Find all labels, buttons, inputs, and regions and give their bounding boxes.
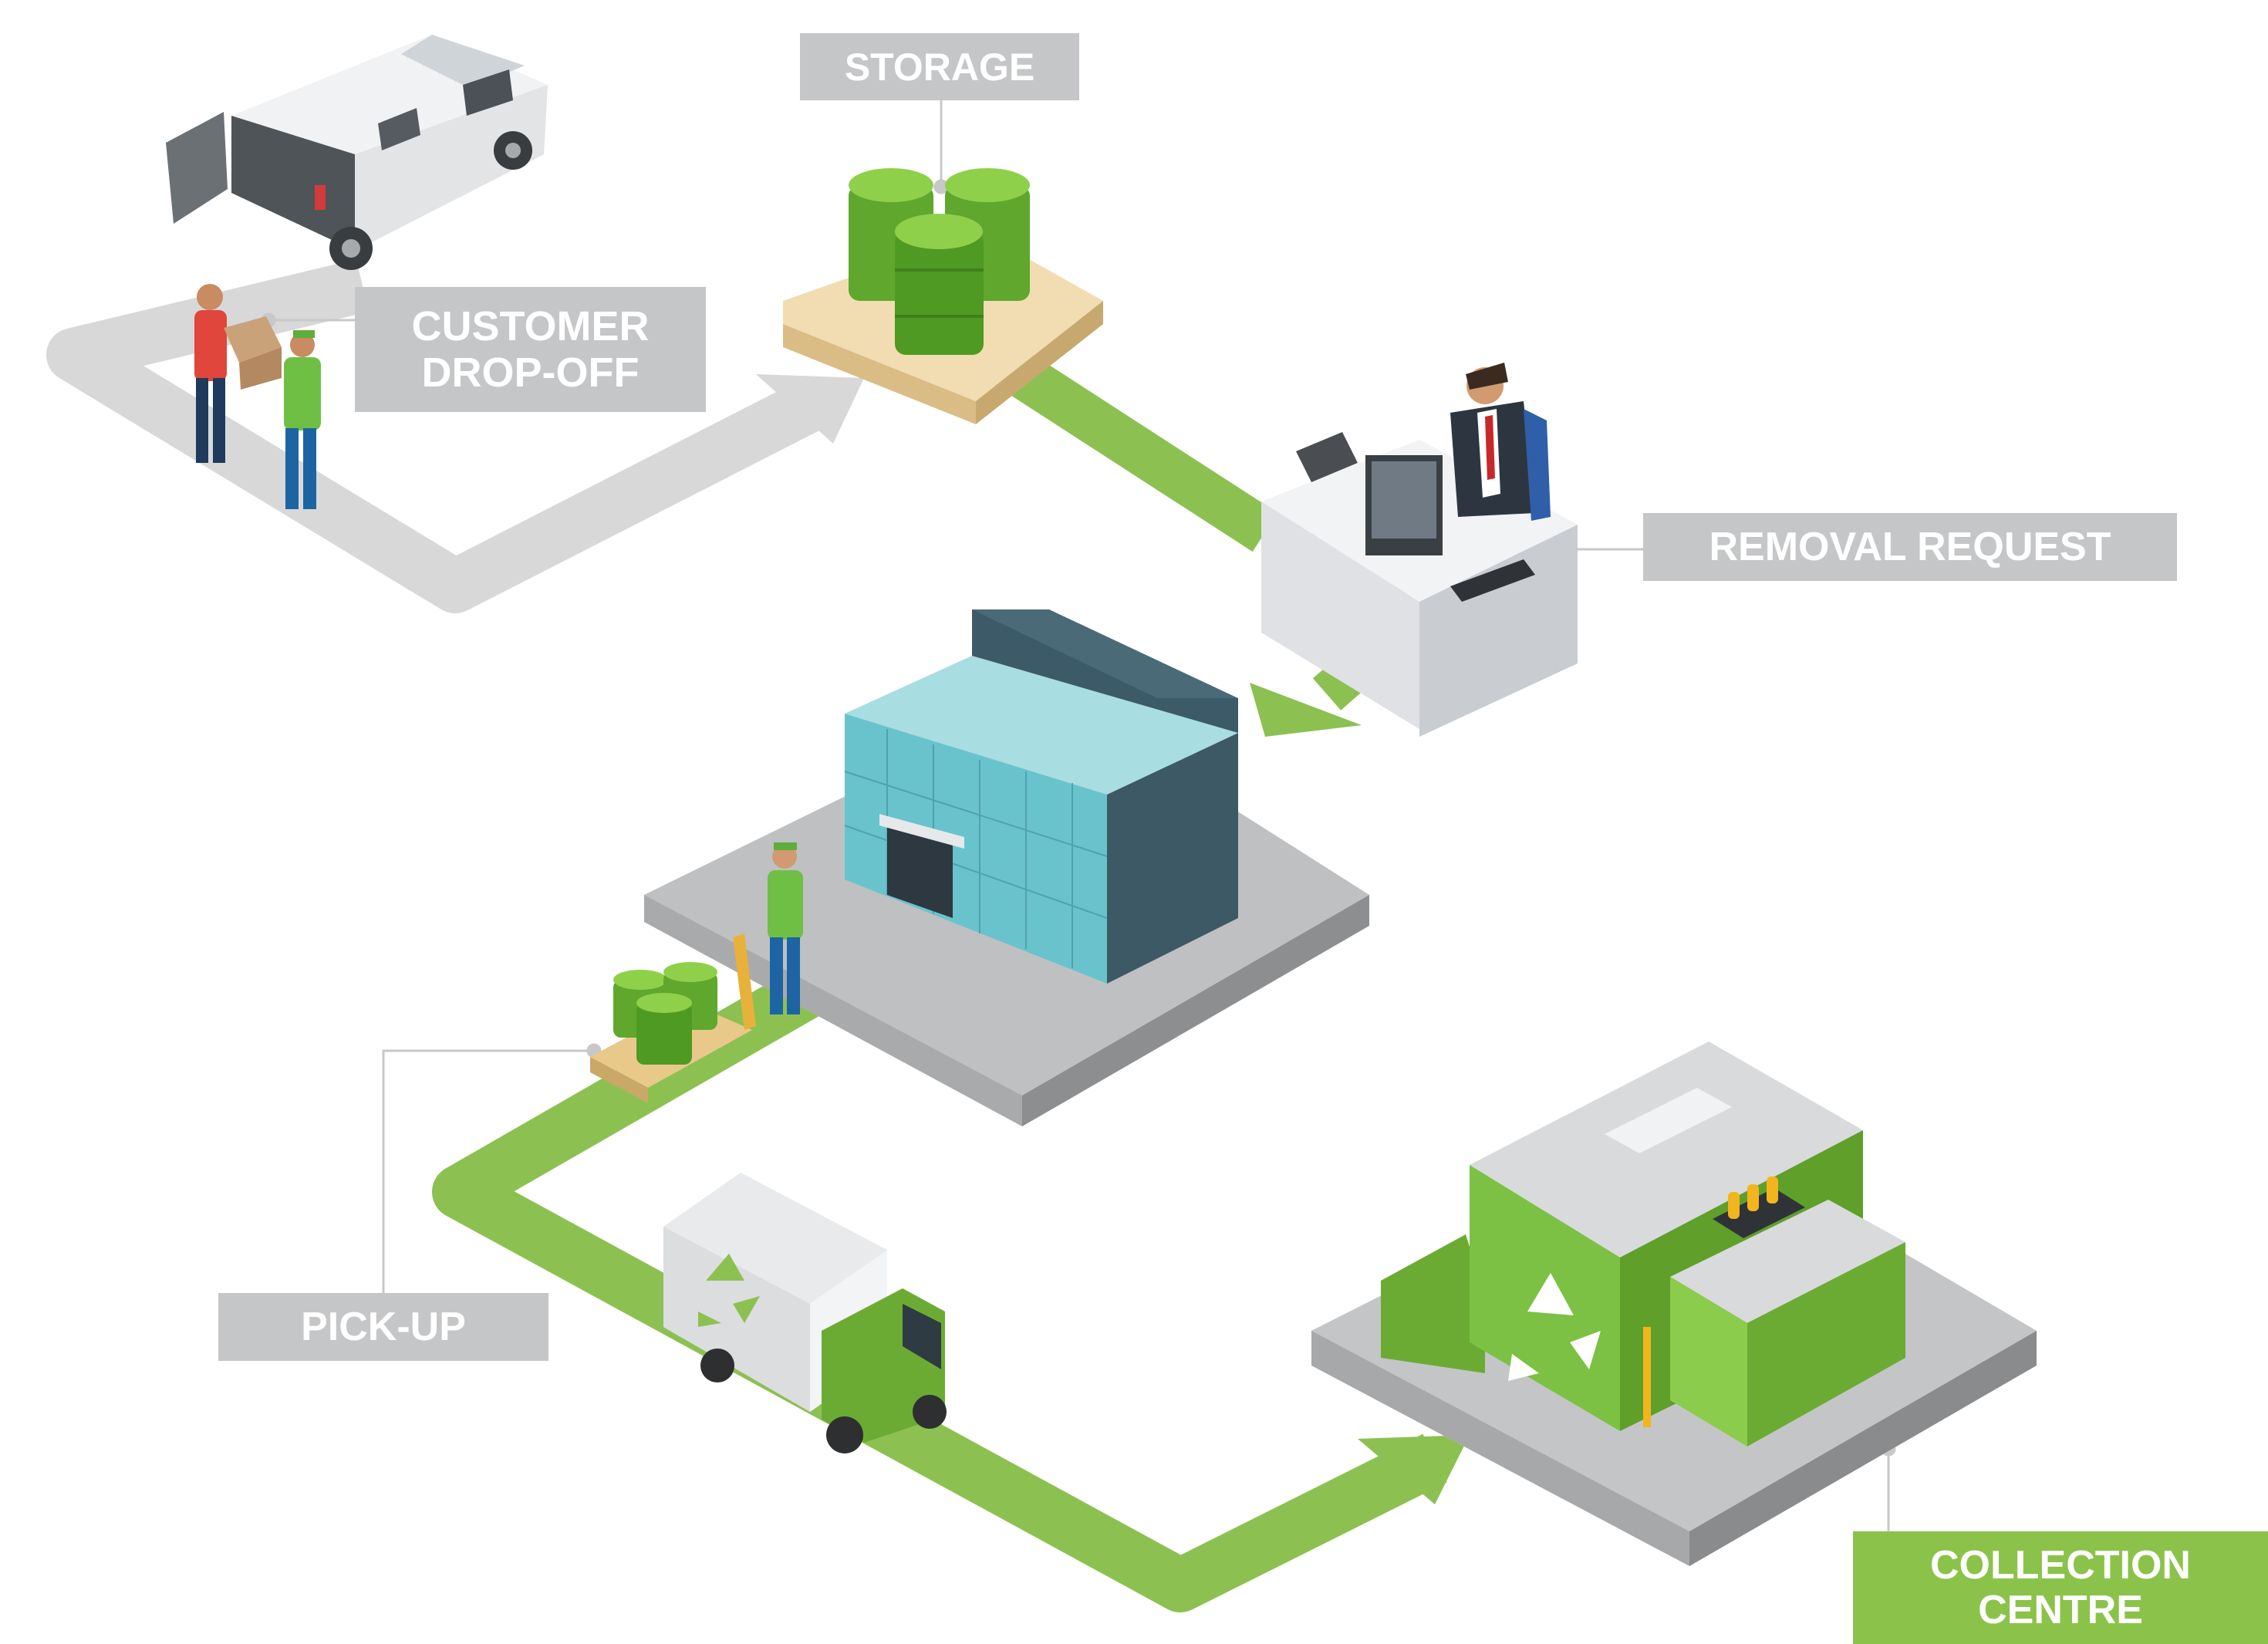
warehouse-icon bbox=[644, 609, 1369, 1126]
recycle-icon bbox=[698, 1254, 760, 1327]
workers-handover-icon bbox=[194, 284, 321, 509]
barrels-icon bbox=[783, 168, 1103, 424]
pick-up-label: PICK-UP bbox=[218, 1293, 548, 1361]
pallet-jack-worker-icon bbox=[590, 842, 803, 1103]
truck-icon bbox=[663, 1173, 947, 1453]
collection-centre-label: COLLECTION CENTRE bbox=[1853, 1531, 2268, 1644]
removal-request-label: REMOVAL REQUEST bbox=[1643, 513, 2177, 581]
office-desk-icon bbox=[1261, 363, 1578, 737]
van-icon bbox=[166, 35, 548, 270]
recycle-symbol-icon bbox=[1508, 1273, 1601, 1381]
storage-label: STORAGE bbox=[800, 33, 1079, 100]
factory-icon bbox=[1311, 1041, 2037, 1566]
customer-drop-off-label: CUSTOMER DROP-OFF bbox=[355, 287, 706, 412]
